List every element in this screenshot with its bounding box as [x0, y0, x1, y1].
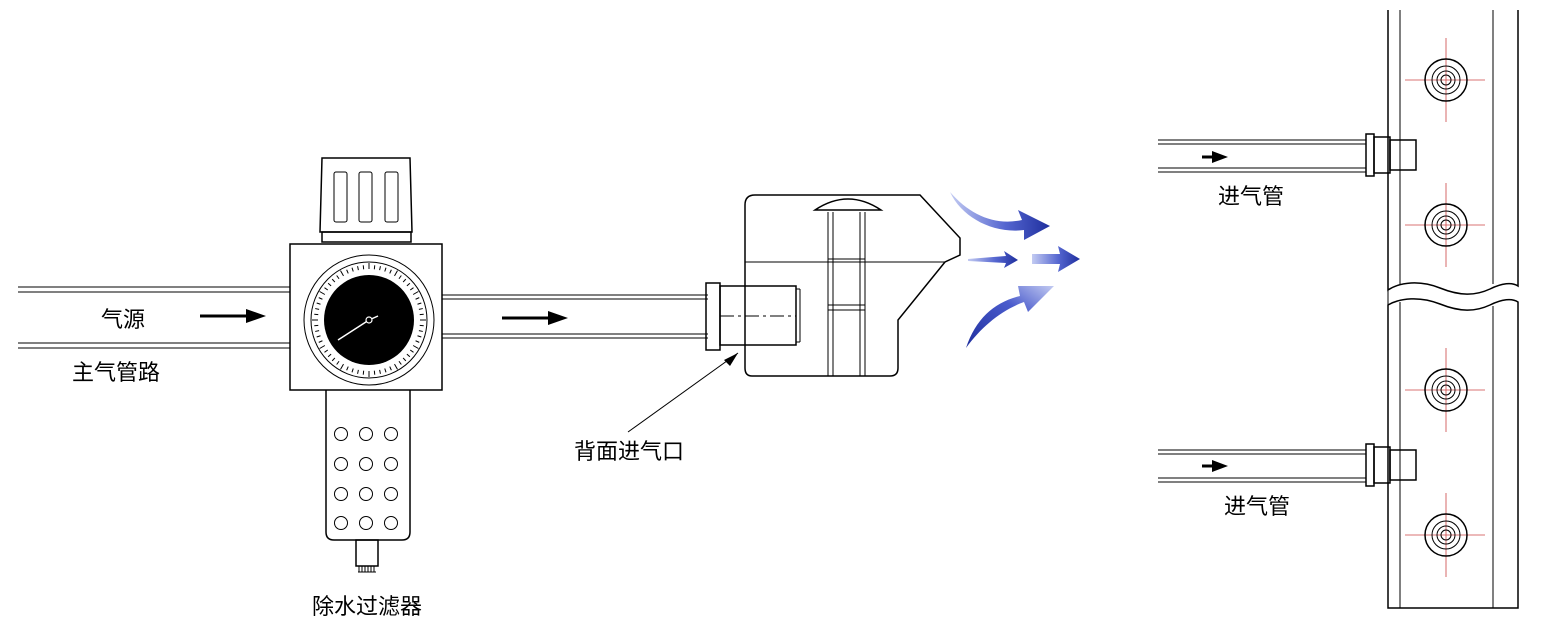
filter-bowl — [326, 390, 410, 540]
label-water-filter: 除水过滤器 — [312, 595, 422, 620]
vent-hole — [360, 517, 373, 530]
vent-hole — [385, 488, 398, 501]
flow-arrow-icon — [502, 311, 568, 325]
vent-hole — [335, 458, 348, 471]
gauge-icon — [304, 255, 434, 385]
vent-hole — [335, 488, 348, 501]
label-inlet-pipe-top: 进气管 — [1218, 185, 1284, 210]
flow-arrow-icon — [1202, 460, 1228, 472]
inlet-pipe-bottom — [1158, 444, 1416, 486]
vent-hole — [360, 488, 373, 501]
air-device — [706, 195, 960, 376]
water-filter — [290, 158, 442, 572]
vent-hole — [360, 428, 373, 441]
label-air-source: 气源 — [101, 308, 145, 333]
bolt-icon — [1405, 38, 1485, 122]
inlet-pipe-top — [1158, 134, 1416, 176]
label-main-air-line: 主气管路 — [72, 361, 160, 386]
flow-arrow-icon — [200, 309, 266, 323]
manifold-rail — [1388, 10, 1518, 608]
connecting-pipe — [442, 295, 708, 338]
filter-cap — [320, 158, 412, 242]
airflow-icon — [950, 192, 1080, 348]
vent-hole — [360, 458, 373, 471]
flow-arrow-icon — [1202, 151, 1228, 163]
drain-valve — [356, 540, 378, 572]
bolt-icon — [1405, 183, 1485, 267]
label-inlet-pipe-bottom: 进气管 — [1224, 495, 1290, 520]
bolt-icon — [1405, 493, 1485, 577]
bolt-icon — [1405, 348, 1485, 432]
rear-inlet-leader — [628, 353, 738, 432]
vent-hole — [385, 517, 398, 530]
vent-hole — [385, 428, 398, 441]
label-rear-inlet: 背面进气口 — [574, 440, 684, 465]
vent-hole — [335, 517, 348, 530]
vent-hole — [385, 458, 398, 471]
vent-hole — [335, 428, 348, 441]
